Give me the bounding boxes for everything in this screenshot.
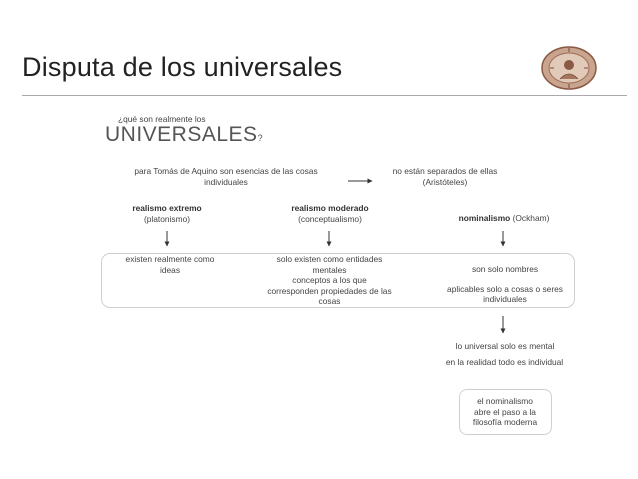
- col1-desc-line-2: ideas: [159, 264, 181, 275]
- consequence-individual: en la realidad todo es individual: [445, 357, 564, 367]
- final-box-text: el nominalismo abre el paso a la filosof…: [459, 396, 551, 428]
- question-text: ¿qué son realmente los: [118, 114, 206, 124]
- col2-desc-line-1: solo existen como entidades: [276, 254, 383, 264]
- col2-desc-line-3: conceptos a los que: [292, 275, 367, 285]
- col2-desc-line-5: cosas: [318, 296, 341, 306]
- col2-desc-line-2: mentales: [312, 264, 347, 275]
- realismo-extremo-desc: existen realmente como ideas: [110, 254, 230, 275]
- aristoteles-statement: no están separados de ellas (Aristóteles…: [385, 166, 505, 187]
- aristoteles-line-1: no están separados de ellas: [392, 166, 498, 176]
- aquino-line-1: para Tomás de Aquino son esencias de las…: [134, 166, 318, 176]
- realismo-moderado-sub: (conceptualismo): [298, 213, 362, 224]
- final-line-2: abre el paso a la: [474, 406, 536, 417]
- question-mark: ?: [257, 133, 263, 143]
- final-box: [459, 389, 552, 435]
- col3-desc-line-3: individuales: [483, 294, 527, 304]
- realismo-extremo-label: realismo extremo: [132, 203, 202, 213]
- descriptions-box: [101, 253, 575, 308]
- realismo-moderado-label: realismo moderado: [291, 203, 369, 213]
- seal-emblem-icon: [541, 46, 597, 90]
- universales-heading: UNIVERSALES?: [105, 123, 263, 147]
- col1-desc-line-1: existen realmente como: [125, 254, 215, 264]
- realismo-extremo-heading: realismo extremo (platonismo): [112, 203, 222, 224]
- col3-desc-line-1: son solo nombres: [471, 264, 539, 274]
- col2-desc-line-4: corresponden propiedades de las: [267, 285, 392, 296]
- col3-desc-line-2: aplicables solo a cosas o seres: [447, 283, 563, 294]
- nominalismo-desc: son solo nombres aplicables solo a cosas…: [435, 264, 575, 305]
- page-title: Disputa de los universales: [22, 52, 343, 82]
- realismo-moderado-desc: solo existen como entidades mentales con…: [252, 254, 407, 307]
- realismo-moderado-heading: realismo moderado (conceptualismo): [270, 203, 390, 224]
- final-line-1: el nominalismo: [477, 396, 533, 406]
- aquino-statement: para Tomás de Aquino son esencias de las…: [116, 166, 336, 187]
- realismo-extremo-sub: (platonismo): [143, 213, 191, 224]
- nominalismo-label: nominalismo: [458, 213, 511, 223]
- final-line-3: filosofía moderna: [472, 417, 538, 427]
- aquino-line-2: individuales: [204, 176, 248, 187]
- nominalismo-heading: nominalismo (Ockham): [450, 213, 558, 224]
- nominalismo-sub: (Ockham): [512, 213, 550, 223]
- universales-word: UNIVERSALES: [105, 123, 258, 146]
- aristoteles-line-2: (Aristóteles): [422, 176, 468, 187]
- consequence-mental: lo universal solo es mental: [455, 341, 555, 351]
- title-divider: [22, 95, 627, 96]
